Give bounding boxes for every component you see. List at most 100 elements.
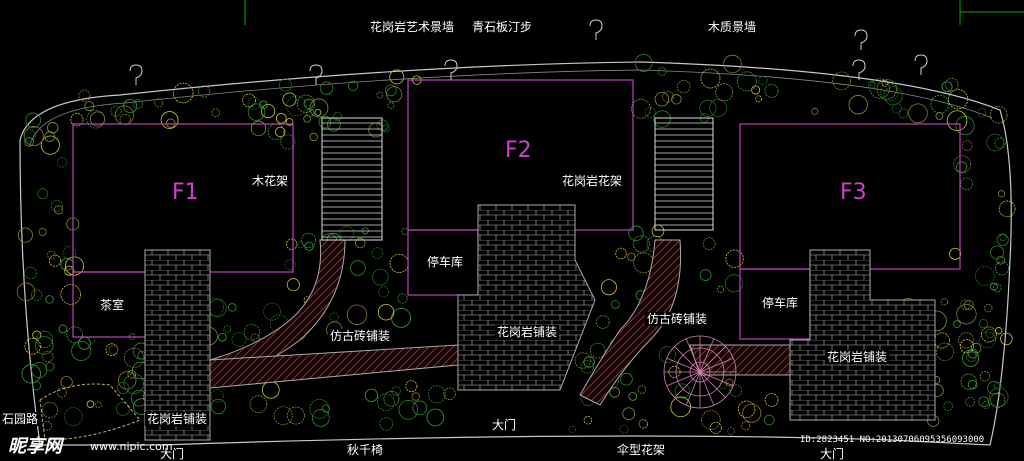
- tree-symbol: [263, 302, 281, 321]
- tree-symbol: [405, 380, 418, 393]
- tree-symbol: [755, 95, 763, 103]
- tree-symbol: [280, 134, 296, 150]
- tree-symbol: [960, 177, 973, 191]
- tree-symbol: [45, 295, 54, 304]
- tree-symbol: [41, 401, 59, 419]
- tree-symbol: [387, 102, 395, 109]
- tree-symbol: [832, 71, 852, 91]
- tree-symbol: [285, 118, 294, 126]
- tree-symbol: [21, 364, 41, 384]
- tree-symbol: [297, 241, 305, 249]
- survey-marker: [854, 29, 868, 50]
- wood-trellis-steps: [321, 117, 383, 241]
- tree-symbol: [946, 110, 968, 131]
- tree-symbol: [811, 107, 819, 115]
- paving-antique-strip: [209, 344, 459, 389]
- tree-symbol: [398, 399, 419, 420]
- tree-symbol: [996, 255, 1005, 265]
- tree-symbol: [940, 298, 948, 306]
- tree-symbol: [727, 427, 735, 435]
- tree-symbol: [953, 320, 961, 328]
- tree-symbol: [412, 400, 428, 416]
- tree-symbol: [58, 324, 68, 334]
- survey-marker: [589, 19, 603, 40]
- tree-symbol: [638, 419, 648, 429]
- tree-symbol: [670, 396, 692, 418]
- label-main-gate-3: 大门: [818, 447, 847, 461]
- tree-symbol: [309, 399, 330, 419]
- tree-symbol: [702, 237, 716, 250]
- trellis-spoke: [674, 371, 701, 398]
- tree-symbol: [619, 424, 629, 434]
- tree-symbol: [600, 279, 617, 296]
- tree-symbol: [955, 116, 975, 136]
- tree-symbol: [309, 132, 318, 142]
- tree-symbol: [992, 283, 1002, 293]
- building-f3-label: F3: [840, 180, 867, 205]
- tree-symbol: [674, 383, 690, 399]
- watermark-logo: 昵享网: [8, 436, 62, 457]
- tree-symbol: [371, 247, 384, 259]
- tree-symbol: [17, 227, 33, 243]
- label-granite-art-wall: 花岗岩艺术景墙: [368, 20, 457, 34]
- tree-symbol: [729, 384, 742, 397]
- tree-symbol: [644, 106, 656, 118]
- trellis-spoke: [699, 346, 726, 373]
- tree-symbol: [386, 86, 403, 103]
- tree-symbol: [391, 386, 401, 396]
- building-f2-label: F2: [505, 138, 532, 163]
- tree-symbol: [23, 126, 44, 146]
- tree-symbol: [35, 336, 54, 355]
- tree-symbol: [173, 82, 194, 104]
- tree-symbol: [286, 406, 305, 425]
- tree-symbol: [898, 108, 909, 119]
- tree-symbol: [967, 348, 978, 359]
- tree-symbol: [741, 421, 751, 431]
- tree-symbol: [948, 89, 969, 110]
- tree-symbol: [117, 381, 130, 395]
- tree-symbol: [90, 111, 106, 127]
- label-antique-brick-2: 仿古砖铺装: [645, 312, 710, 326]
- tree-symbol: [319, 81, 334, 95]
- tree-symbol: [166, 118, 176, 128]
- label-wood-trellis: 木花架: [250, 174, 291, 188]
- tree-symbol: [628, 392, 638, 401]
- tree-symbol: [391, 307, 412, 328]
- tree-symbol: [346, 304, 368, 325]
- tree-symbol: [725, 249, 744, 268]
- tree-symbol: [56, 156, 68, 168]
- tree-symbol: [86, 400, 95, 408]
- tree-symbol: [628, 225, 644, 242]
- tree-symbol: [301, 232, 317, 248]
- trellis-spoke: [699, 371, 715, 406]
- tree-symbol: [988, 387, 1009, 407]
- tree-symbol: [583, 356, 595, 368]
- tree-symbol: [627, 252, 636, 261]
- survey-marker: [852, 59, 866, 80]
- tree-symbol: [709, 421, 722, 434]
- label-granite-trellis: 花岗岩花架: [560, 174, 625, 188]
- label-granite-paving-3: 花岗岩铺装: [145, 412, 210, 426]
- tree-symbol: [210, 398, 226, 415]
- tree-symbol: [389, 69, 405, 85]
- tree-symbol: [118, 371, 137, 390]
- tree-symbol: [364, 388, 379, 402]
- tree-symbol: [44, 131, 56, 143]
- tree-symbol: [377, 393, 395, 412]
- tree-symbol: [278, 78, 292, 92]
- trellis-spoke: [699, 371, 734, 387]
- tree-symbol: [275, 112, 287, 124]
- trellis-spoke: [699, 371, 726, 398]
- tree-symbol: [84, 101, 95, 112]
- tree-symbol: [993, 381, 1002, 390]
- tree-symbol: [724, 274, 744, 293]
- label-tea-room: 茶室: [98, 298, 127, 312]
- tree-symbol: [411, 392, 420, 401]
- tree-symbol: [63, 407, 83, 427]
- tree-symbol: [286, 278, 300, 292]
- survey-marker: [129, 64, 143, 85]
- umbrella-trellis: [663, 335, 737, 409]
- tree-symbol: [990, 245, 1005, 260]
- tree-symbol: [967, 379, 978, 390]
- tree-symbol: [974, 266, 995, 287]
